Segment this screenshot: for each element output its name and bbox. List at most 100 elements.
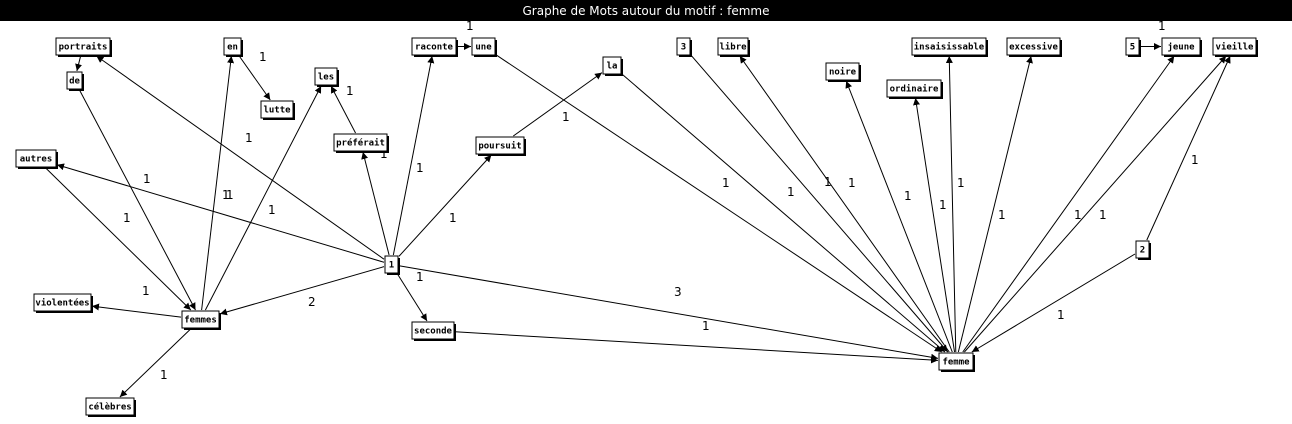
edge-weight-label: 1 <box>142 284 150 298</box>
node-seconde[interactable]: seconde <box>411 321 456 341</box>
node-jeune[interactable]: jeune <box>1161 37 1202 57</box>
edge-poursuit-to-la <box>513 72 603 137</box>
node-label: jeune <box>1167 42 1195 53</box>
node-label: préférait <box>336 138 385 149</box>
node-portraits[interactable]: portraits <box>55 37 112 57</box>
node-n1[interactable]: 1 <box>384 255 400 275</box>
node-femmes[interactable]: femmes <box>181 310 221 330</box>
edge-autres-to-femmes <box>45 167 192 311</box>
node-box <box>411 321 455 340</box>
node-lutte[interactable]: lutte <box>260 100 295 120</box>
node-violentees[interactable]: violentées <box>33 293 93 313</box>
node-label: autres <box>20 155 53 165</box>
node-insaisissable[interactable]: insaisissable <box>911 37 988 57</box>
edge-weight-label: 1 <box>123 211 131 225</box>
edge-weight-label: 1 <box>416 270 424 284</box>
edge-weight-label: 1 <box>722 176 730 190</box>
node-label: violentées <box>35 298 89 309</box>
node-box <box>33 293 92 312</box>
node-label: célèbres <box>88 402 131 413</box>
node-label: libre <box>719 42 747 53</box>
edge-femme-to-libre <box>739 55 950 353</box>
edge-n1-to-poursuit <box>398 154 492 257</box>
edge-la-to-femme <box>621 73 946 353</box>
edge-n1-to-prefereait <box>361 151 390 256</box>
node-de[interactable]: de <box>66 71 84 91</box>
edge-n2-to-femme <box>971 253 1136 353</box>
node-label: 1 <box>389 261 394 271</box>
node-label: excessive <box>1009 42 1058 53</box>
node-en[interactable]: en <box>223 37 243 57</box>
node-libre[interactable]: libre <box>717 37 750 57</box>
edge-weight-label: 1 <box>1158 19 1166 33</box>
node-label: 5 <box>1130 43 1135 53</box>
edge-femmes-to-les <box>204 85 322 311</box>
edge-n1-to-seconde <box>397 273 428 322</box>
edge-weight-label: 1 <box>824 175 832 189</box>
node-box <box>15 149 57 168</box>
edge-n3-to-femme <box>690 54 949 353</box>
node-box <box>333 133 388 152</box>
node-label: lutte <box>263 106 291 116</box>
edge-n1-to-autres <box>56 163 385 263</box>
edge-femmes-to-violentees <box>91 303 182 318</box>
node-box <box>475 136 525 155</box>
edge-weight-label: 1 <box>245 131 253 145</box>
node-celebres[interactable]: célèbres <box>85 397 136 417</box>
node-box <box>886 79 942 98</box>
edge-femmes-to-en <box>201 55 235 311</box>
node-box <box>66 71 83 90</box>
edge-weight-label: 1 <box>702 319 710 333</box>
node-excessive[interactable]: excessive <box>1006 37 1062 57</box>
node-box <box>1161 37 1201 56</box>
node-femme[interactable]: femme <box>938 352 975 372</box>
node-box <box>938 352 974 371</box>
node-ordinaire[interactable]: ordinaire <box>886 79 943 99</box>
node-box <box>717 37 749 56</box>
node-autres[interactable]: autres <box>15 149 58 169</box>
node-une[interactable]: une <box>471 37 497 57</box>
node-la[interactable]: la <box>602 56 623 76</box>
node-label: de <box>69 77 80 87</box>
edge-weight-label: 1 <box>416 161 424 175</box>
edge-weight-label: 1 <box>346 84 354 98</box>
edge-weight-label: 1 <box>226 188 234 202</box>
node-box <box>55 37 111 56</box>
edge-weight-label: 1 <box>222 188 230 202</box>
edge-femme-to-jeune <box>962 55 1175 353</box>
edge-weight-label: 1 <box>449 211 457 225</box>
node-n5[interactable]: 5 <box>1125 37 1141 57</box>
node-box <box>602 56 622 75</box>
node-label: une <box>475 43 492 53</box>
edge-seconde-to-femme <box>454 331 939 364</box>
node-box <box>1006 37 1061 56</box>
edge-weight-label: 1 <box>380 147 388 161</box>
edge-femmes-to-celebres <box>119 328 191 398</box>
edge-n1-to-femme <box>398 265 939 361</box>
node-label: seconde <box>414 327 453 337</box>
node-les[interactable]: les <box>314 67 339 87</box>
edge-weight-label: 1 <box>1099 208 1107 222</box>
edge-weight-label: 1 <box>957 176 965 190</box>
node-prefereait[interactable]: préférait <box>333 133 389 153</box>
node-noire[interactable]: noire <box>825 62 861 82</box>
edge-weight-label: 1 <box>904 189 912 203</box>
edge-weight-label: 1 <box>1057 308 1065 322</box>
edge-n2-to-vieille <box>1146 55 1231 241</box>
node-box <box>411 37 457 56</box>
node-n3[interactable]: 3 <box>676 37 692 57</box>
node-label: insaisissable <box>914 42 985 53</box>
node-box <box>911 37 987 56</box>
node-label: poursuit <box>478 141 521 152</box>
edge-weight-label: 1 <box>268 203 276 217</box>
node-box <box>1125 37 1140 56</box>
node-raconte[interactable]: raconte <box>411 37 458 57</box>
node-n2[interactable]: 2 <box>1135 240 1151 260</box>
node-vieille[interactable]: vieille <box>1212 37 1258 57</box>
node-label: la <box>607 62 618 72</box>
node-label: 3 <box>681 43 686 53</box>
edge-une-to-femme <box>495 54 943 353</box>
edge-n1-to-portraits <box>96 55 385 260</box>
node-poursuit[interactable]: poursuit <box>475 136 526 156</box>
